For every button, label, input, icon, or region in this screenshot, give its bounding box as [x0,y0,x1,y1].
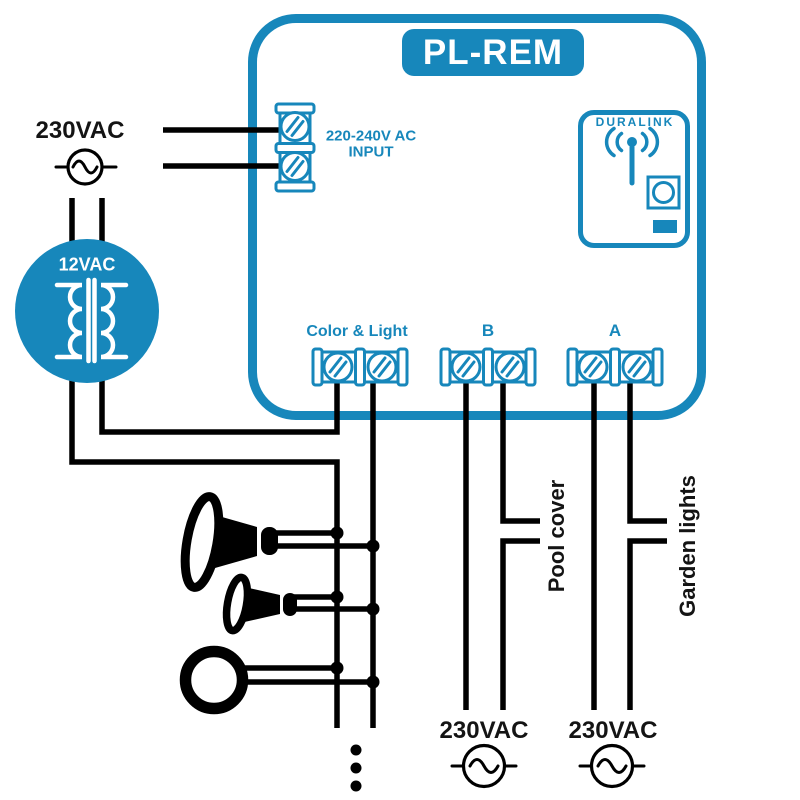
wire-transformer-to-colorlight-1 [99,370,340,435]
transformer-label: 12VAC [58,254,116,275]
antenna-icon [604,126,660,186]
junction-dot [366,675,380,689]
terminal-label-color-light: Color & Light [306,323,408,340]
screw-icon [322,351,354,383]
screw-icon [621,351,653,383]
load-label-pool-cover: Pool cover [544,479,569,593]
mains-b-label: 230VAC [439,717,529,744]
screw-icon [450,351,482,383]
pool-light-small-icon [222,573,297,635]
pool-light-large-icon [180,492,278,592]
load-label-garden-lights: Garden lights [675,475,700,617]
duralink-module [578,110,690,248]
wire-b-2-upper [500,370,540,524]
pool-light-round-icon [179,645,249,715]
ac-source-top-icon [54,148,118,186]
terminal-block-color-light [311,347,409,387]
wire-a-2-upper [627,370,667,524]
screw-icon [577,351,609,383]
terminal-label-a: A [608,321,622,340]
junction-dot [330,661,344,675]
input-terminal-block [274,102,316,193]
screw-icon [279,151,311,182]
junction-dot [330,526,344,540]
device-title: PL-REM [422,32,564,72]
junction-dot [366,539,380,553]
continuation-dots-icon [350,744,362,792]
ac-source-b-icon [450,743,518,789]
junction-dot [366,602,380,616]
mains-top-label: 230VAC [35,117,125,144]
device-outline [248,14,706,420]
terminal-block-b [439,347,537,387]
wire-b-2-lower [500,538,540,710]
device-title-badge: PL-REM [402,29,584,76]
status-led [653,220,677,233]
input-voltage-label-line2: INPUT [348,143,394,161]
screw-icon [279,111,311,142]
duralink-label: DURALINK [595,115,675,129]
wire-a-2-lower [627,538,667,710]
input-voltage-label-line1: 220-240V AC [325,127,417,145]
junction-dot [330,590,344,604]
transformer-icon [15,239,159,383]
terminal-label-b: B [481,321,495,340]
screw-icon [494,351,526,383]
ac-source-a-icon [578,743,646,789]
junction-dots [330,526,380,689]
mains-a-label: 230VAC [568,717,658,744]
screw-icon [366,351,398,383]
terminal-block-a [566,347,664,387]
pairing-button [646,175,681,210]
